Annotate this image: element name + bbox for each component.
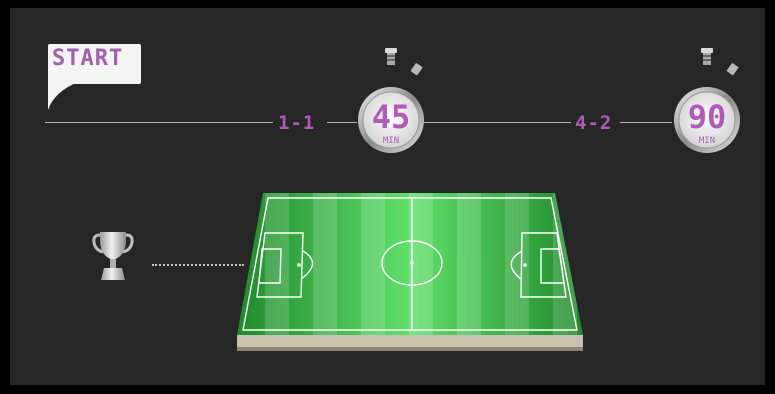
timeline-segment	[620, 122, 672, 123]
fulltime-score: 4-2	[575, 112, 612, 134]
timeline-segment	[327, 122, 357, 123]
trophy-connector-dots	[152, 264, 244, 268]
stopwatch-minutes: 90	[672, 98, 742, 136]
halftime-score: 1-1	[278, 112, 315, 134]
football-pitch-icon	[235, 193, 590, 363]
timeline-segment	[423, 122, 571, 123]
speech-bubble-icon	[48, 82, 78, 110]
stopwatch-unit: MIN	[672, 136, 742, 146]
trophy-icon	[92, 230, 134, 282]
match-timeline-canvas: START 1-1 45 MI	[10, 8, 765, 385]
timeline-segment	[45, 122, 273, 123]
stopwatch-90: 90 MIN	[672, 48, 742, 160]
start-label: START	[52, 46, 123, 71]
stopwatch-minutes: 45	[356, 98, 426, 136]
stopwatch-45: 45 MIN	[356, 48, 426, 160]
stopwatch-unit: MIN	[356, 136, 426, 146]
